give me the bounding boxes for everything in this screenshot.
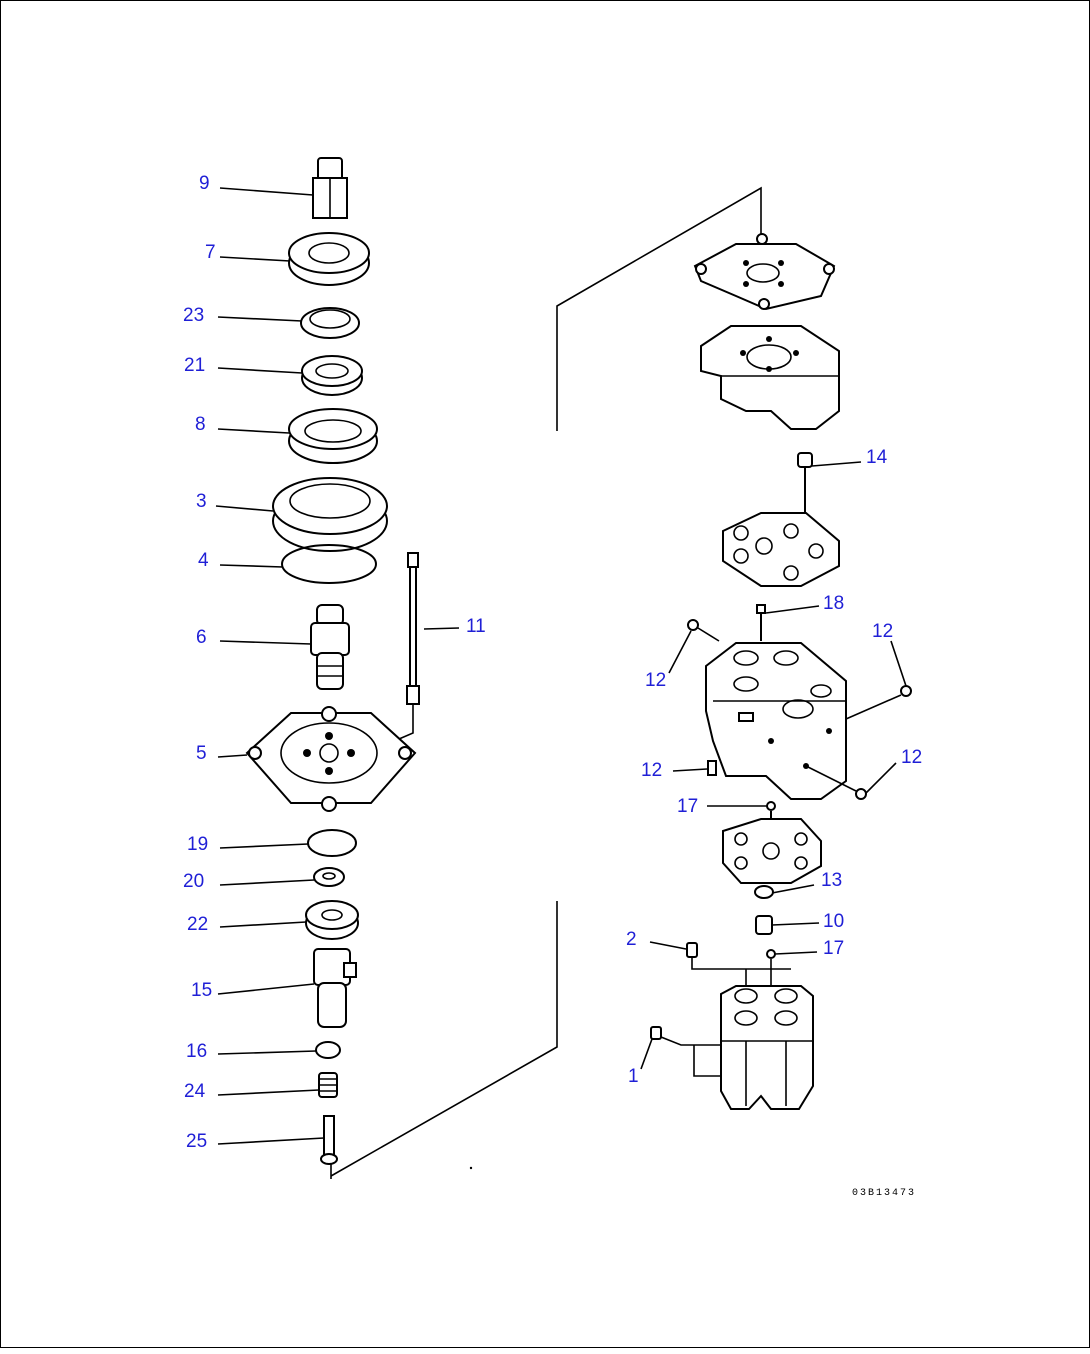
callout-12-top-left: 12 bbox=[645, 670, 666, 691]
part-11-rod bbox=[398, 552, 420, 740]
callout-24: 24 bbox=[184, 1081, 206, 1102]
callout-7: 7 bbox=[205, 242, 216, 263]
part-4-o-ring bbox=[281, 544, 377, 584]
callout-12-top-right: 12 bbox=[872, 621, 893, 642]
right-leader-lines bbox=[640, 461, 907, 1070]
callout-labels: 9 7 23 21 8 3 4 6 11 5 19 20 22 15 16 24… bbox=[183, 173, 922, 1199]
assembly-guide-line bbox=[330, 186, 762, 1179]
part-10-plug bbox=[755, 915, 773, 935]
callout-5: 5 bbox=[196, 743, 207, 764]
callout-21: 21 bbox=[184, 355, 205, 376]
part-12-plugs bbox=[687, 619, 912, 800]
callout-3: 3 bbox=[196, 491, 207, 512]
drawing-reference-code: 03B13473 bbox=[852, 1188, 916, 1199]
part-6-spool bbox=[310, 604, 350, 690]
callout-23: 23 bbox=[183, 305, 204, 326]
part-18-pin bbox=[756, 604, 766, 641]
callout-17-upper: 17 bbox=[677, 796, 698, 817]
left-leader-lines bbox=[215, 187, 460, 1145]
callout-17-lower: 17 bbox=[823, 938, 844, 959]
part-8-bearing-housing bbox=[288, 408, 378, 464]
callout-6: 6 bbox=[196, 627, 207, 648]
part-main-valve-body bbox=[705, 642, 847, 800]
part-top-plate bbox=[693, 233, 836, 311]
callout-25: 25 bbox=[186, 1131, 207, 1152]
callout-10: 10 bbox=[823, 911, 844, 932]
part-bottom-valve-body bbox=[720, 985, 814, 1110]
callout-9: 9 bbox=[199, 173, 210, 194]
part-upper-body bbox=[700, 325, 840, 430]
part-3-cover bbox=[272, 477, 388, 552]
part-15-piston bbox=[313, 948, 357, 1028]
callout-2: 2 bbox=[626, 929, 637, 950]
callout-22: 22 bbox=[187, 914, 208, 935]
part-valve-plate-upper bbox=[722, 512, 840, 587]
part-valve-plate-lower bbox=[722, 818, 822, 884]
callout-14: 14 bbox=[866, 447, 888, 468]
part-7-retainer-ring bbox=[288, 232, 370, 286]
callout-12-bottom-right: 12 bbox=[901, 747, 922, 768]
part-24-spring bbox=[318, 1072, 338, 1098]
part-13-seal bbox=[754, 885, 774, 899]
part-25-pin bbox=[320, 1115, 338, 1165]
part-19-snap-ring bbox=[307, 829, 357, 857]
callout-11: 11 bbox=[466, 616, 486, 637]
callout-18: 18 bbox=[823, 593, 844, 614]
stray-dot bbox=[469, 1166, 473, 1170]
part-16-washer bbox=[315, 1041, 341, 1059]
callout-4: 4 bbox=[198, 550, 209, 571]
callout-16: 16 bbox=[186, 1041, 207, 1062]
part-21-bearing bbox=[301, 355, 363, 396]
part-9-elbow-fitting bbox=[312, 157, 348, 219]
part-2-fitting bbox=[686, 942, 791, 986]
callout-15: 15 bbox=[191, 980, 212, 1001]
callout-12-bottom-left: 12 bbox=[641, 760, 662, 781]
callout-8: 8 bbox=[195, 414, 206, 435]
callout-20: 20 bbox=[183, 871, 204, 892]
part-23-seal bbox=[300, 307, 360, 339]
part-22-retainer bbox=[305, 900, 359, 940]
part-1-fitting bbox=[650, 1026, 721, 1077]
callout-19: 19 bbox=[187, 834, 208, 855]
part-5-flange-plate bbox=[245, 706, 417, 812]
callout-13: 13 bbox=[821, 870, 842, 891]
part-20-washer bbox=[313, 867, 345, 887]
part-17-ball-lower bbox=[766, 949, 776, 959]
callout-1: 1 bbox=[628, 1066, 639, 1087]
